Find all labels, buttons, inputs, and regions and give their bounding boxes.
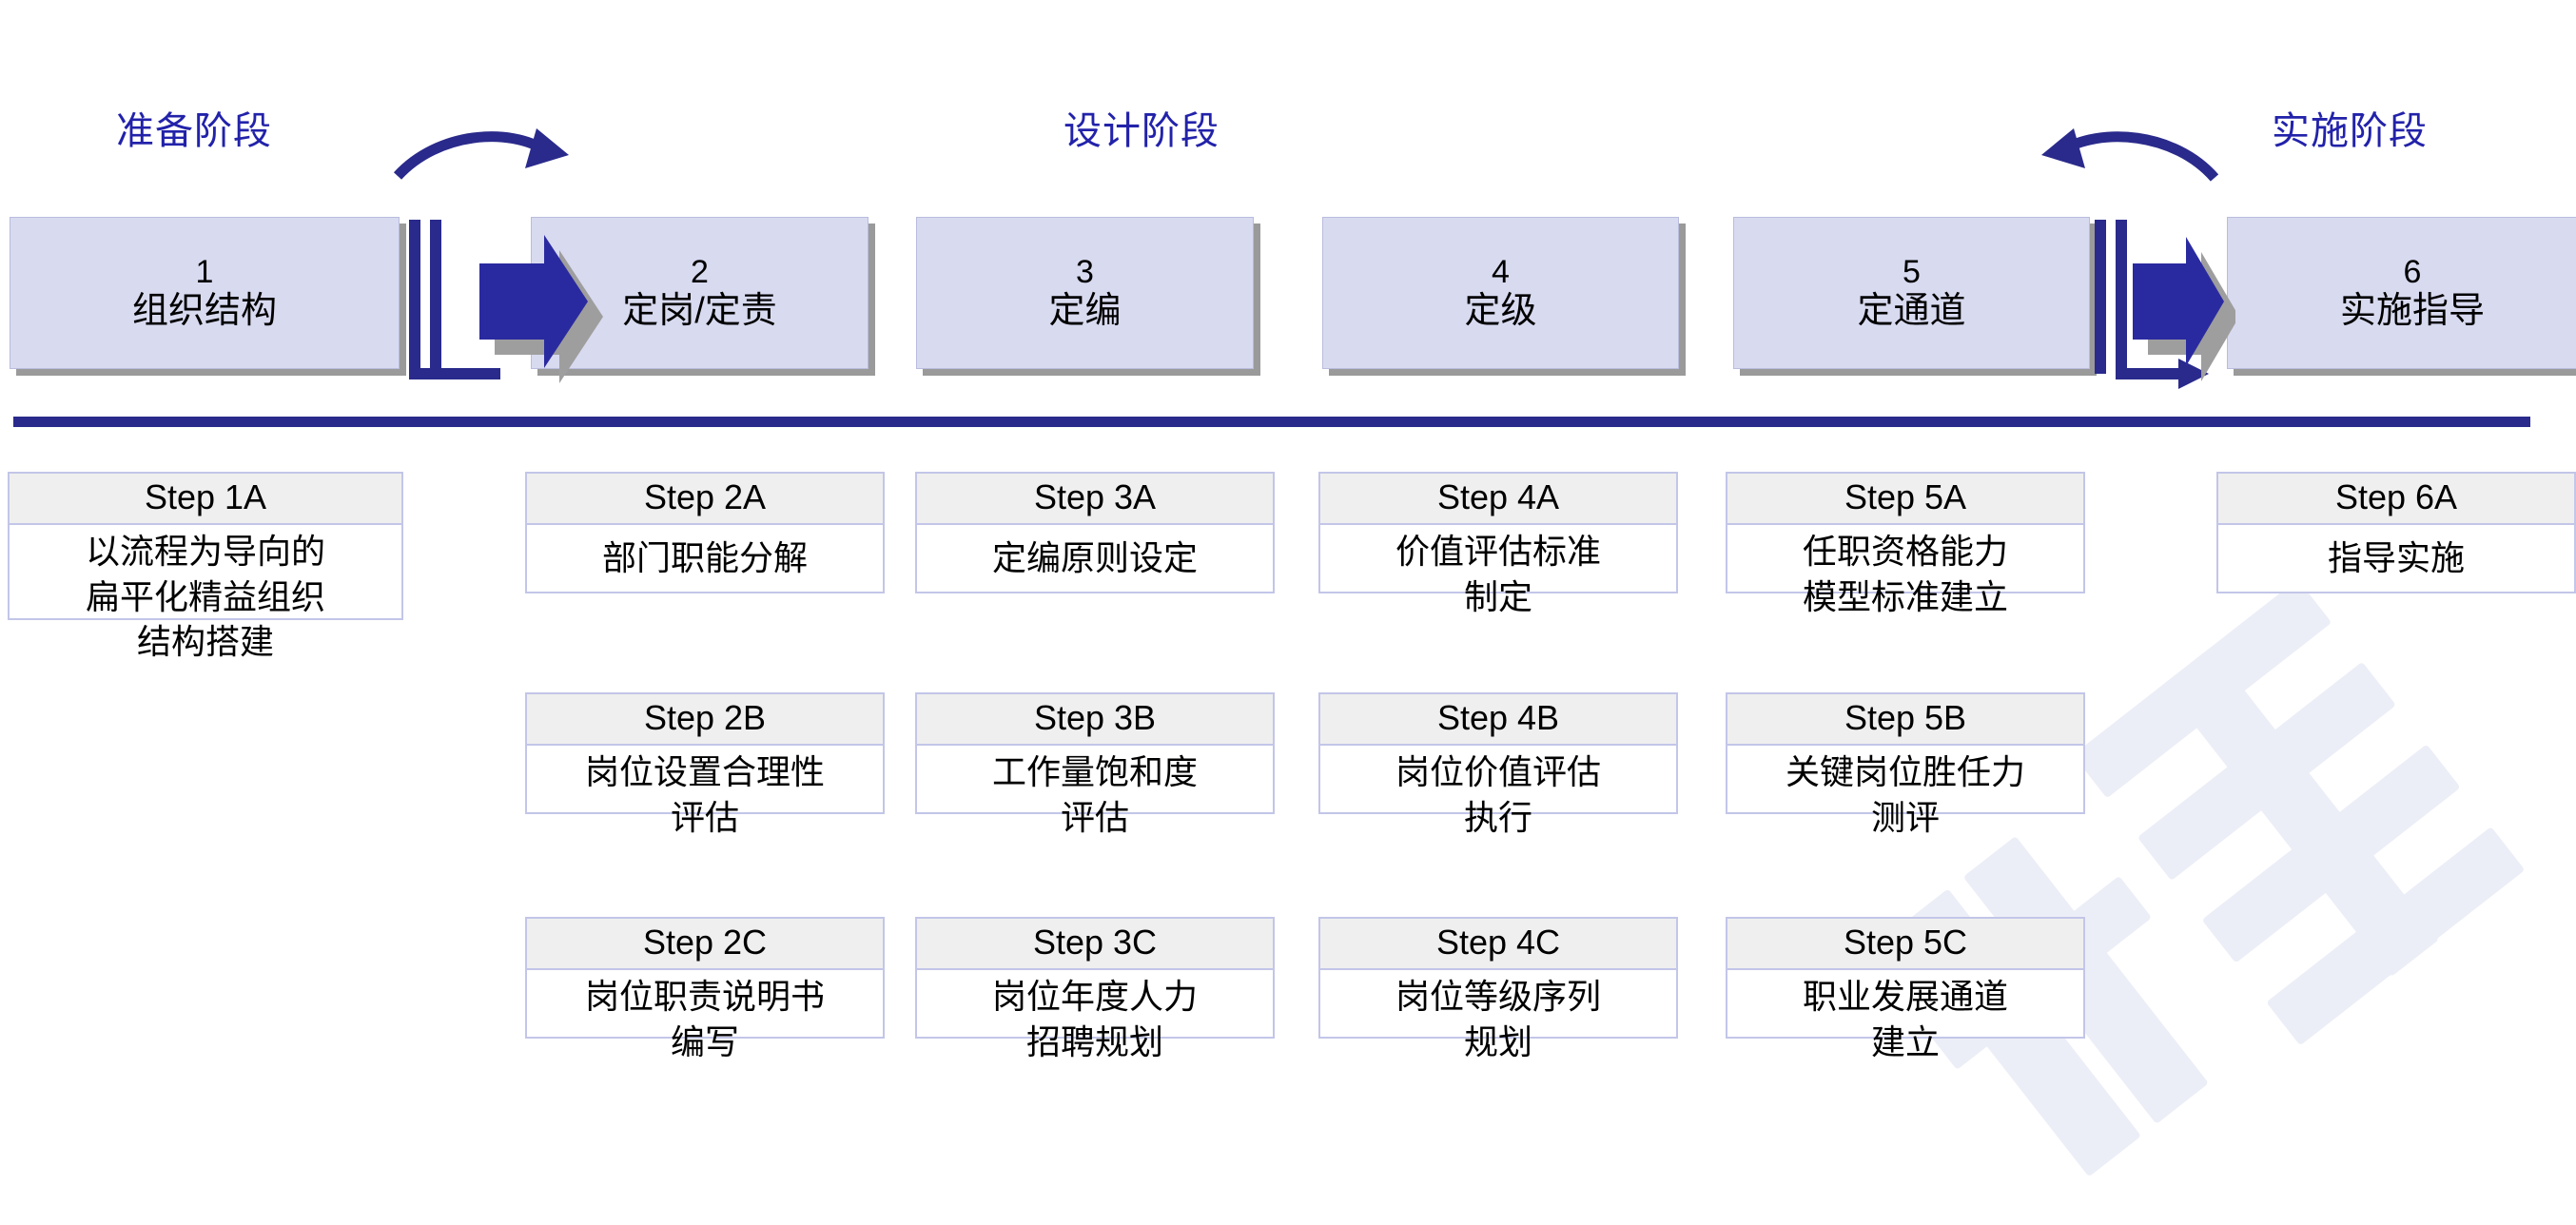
step-card-4c[interactable]: Step 4C 岗位等级序列 规划 — [1318, 917, 1678, 1061]
step-title: Step 5B — [1727, 694, 2083, 746]
step-title: Step 4A — [1320, 474, 1676, 525]
connector-stage5-to-stage6 — [2041, 128, 2235, 389]
stage-number: 3 — [1076, 253, 1094, 290]
stage-label: 定岗/定责 — [622, 290, 777, 331]
step-title: Step 3C — [917, 919, 1273, 970]
stage-box-5[interactable]: 5 定通道 — [1733, 217, 2090, 369]
stage-number: 4 — [1492, 253, 1510, 290]
step-title: Step 5A — [1727, 474, 2083, 525]
stage-label: 定编 — [1048, 290, 1122, 331]
step-title: Step 4C — [1320, 919, 1676, 970]
step-title: Step 4B — [1320, 694, 1676, 746]
step-card-3b[interactable]: Step 3B 工作量饱和度 评估 — [915, 692, 1275, 837]
step-text: 部门职能分解 — [601, 538, 808, 578]
step-card-3c[interactable]: Step 3C 岗位年度人力 招聘规划 — [915, 917, 1275, 1061]
step-text: 定编原则设定 — [991, 538, 1198, 578]
step-title: Step 3A — [917, 474, 1273, 525]
phase-title-design: 设计阶段 — [1064, 110, 1220, 152]
step-text: 关键岗位胜任力 测评 — [1785, 752, 2025, 837]
stage-box-1[interactable]: 1 组织结构 — [10, 217, 400, 369]
stage-box-6[interactable]: 6 实施指导 — [2227, 217, 2576, 369]
step-title: Step 1A — [10, 474, 401, 525]
step-text: 指导实施 — [2327, 538, 2465, 578]
stage-label: 定级 — [1464, 290, 1537, 331]
step-text: 岗位价值评估 执行 — [1395, 752, 1601, 837]
stage-box-4[interactable]: 4 定级 — [1322, 217, 1679, 369]
stage-box-2[interactable]: 2 定岗/定责 — [531, 217, 868, 369]
step-title: Step 2B — [527, 694, 883, 746]
step-text: 岗位年度人力 招聘规划 — [991, 977, 1198, 1061]
section-divider — [13, 417, 2530, 427]
stage-number: 5 — [1903, 253, 1921, 290]
watermark — [1897, 580, 2524, 1176]
stage-label: 组织结构 — [131, 290, 277, 331]
stage-label: 定通道 — [1857, 290, 1966, 331]
stage-number: 1 — [195, 253, 214, 290]
connector-stage1-to-stage2 — [393, 128, 603, 383]
step-title: Step 2A — [527, 474, 883, 525]
step-card-2a[interactable]: Step 2A 部门职能分解 — [525, 472, 885, 593]
step-text: 工作量饱和度 评估 — [991, 752, 1198, 837]
stage-box-3[interactable]: 3 定编 — [916, 217, 1254, 369]
phase-title-prep: 准备阶段 — [116, 110, 272, 152]
step-card-4a[interactable]: Step 4A 价值评估标准 制定 — [1318, 472, 1678, 616]
step-title: Step 5C — [1727, 919, 2083, 970]
step-card-3a[interactable]: Step 3A 定编原则设定 — [915, 472, 1275, 593]
step-text: 岗位职责说明书 编写 — [584, 977, 825, 1061]
stage-number: 2 — [691, 253, 709, 290]
step-text: 任职资格能力 模型标准建立 — [1802, 532, 2008, 616]
step-card-1a[interactable]: Step 1A 以流程为导向的 扁平化精益组织 结构搭建 — [8, 472, 403, 661]
step-text: 岗位设置合理性 评估 — [584, 752, 825, 837]
step-card-5a[interactable]: Step 5A 任职资格能力 模型标准建立 — [1726, 472, 2085, 616]
step-text: 以流程为导向的 扁平化精益组织 结构搭建 — [85, 532, 325, 662]
step-text: 职业发展通道 建立 — [1802, 977, 2008, 1061]
phase-title-impl: 实施阶段 — [2272, 110, 2428, 152]
step-card-6a[interactable]: Step 6A 指导实施 — [2216, 472, 2576, 593]
step-card-4b[interactable]: Step 4B 岗位价值评估 执行 — [1318, 692, 1678, 837]
step-text: 价值评估标准 制定 — [1395, 532, 1601, 616]
step-title: Step 2C — [527, 919, 883, 970]
step-title: Step 6A — [2218, 474, 2574, 525]
step-text: 岗位等级序列 规划 — [1395, 977, 1601, 1061]
step-title: Step 3B — [917, 694, 1273, 746]
step-card-5c[interactable]: Step 5C 职业发展通道 建立 — [1726, 917, 2085, 1061]
stage-number: 6 — [2403, 253, 2422, 290]
step-card-5b[interactable]: Step 5B 关键岗位胜任力 测评 — [1726, 692, 2085, 837]
step-card-2c[interactable]: Step 2C 岗位职责说明书 编写 — [525, 917, 885, 1061]
stage-label: 实施指导 — [2339, 290, 2485, 331]
step-card-2b[interactable]: Step 2B 岗位设置合理性 评估 — [525, 692, 885, 837]
